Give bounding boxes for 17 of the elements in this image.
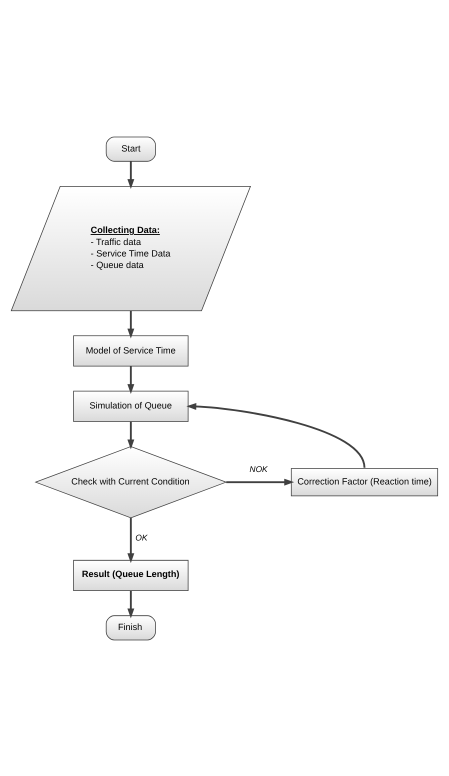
node-box: Correction Factor (Reaction time) (290, 468, 438, 496)
arrow (127, 421, 134, 449)
node-box: Finish (106, 614, 156, 640)
arrow (226, 478, 294, 486)
arrow (186, 402, 366, 468)
arrow (127, 517, 134, 563)
edge-label: OK (135, 532, 148, 542)
arrow (127, 366, 134, 394)
arrow (127, 310, 134, 338)
node-box: Simulation of Queue (73, 390, 188, 422)
node-box: Result (Queue Length) (73, 559, 188, 591)
arrow (127, 590, 134, 618)
node-diamond: Check with Current Condition (34, 446, 228, 518)
node-box: Start (106, 136, 156, 162)
edge-label: NOK (250, 464, 268, 474)
node-box: Model of Service Time (73, 334, 188, 366)
arrow (127, 160, 134, 189)
